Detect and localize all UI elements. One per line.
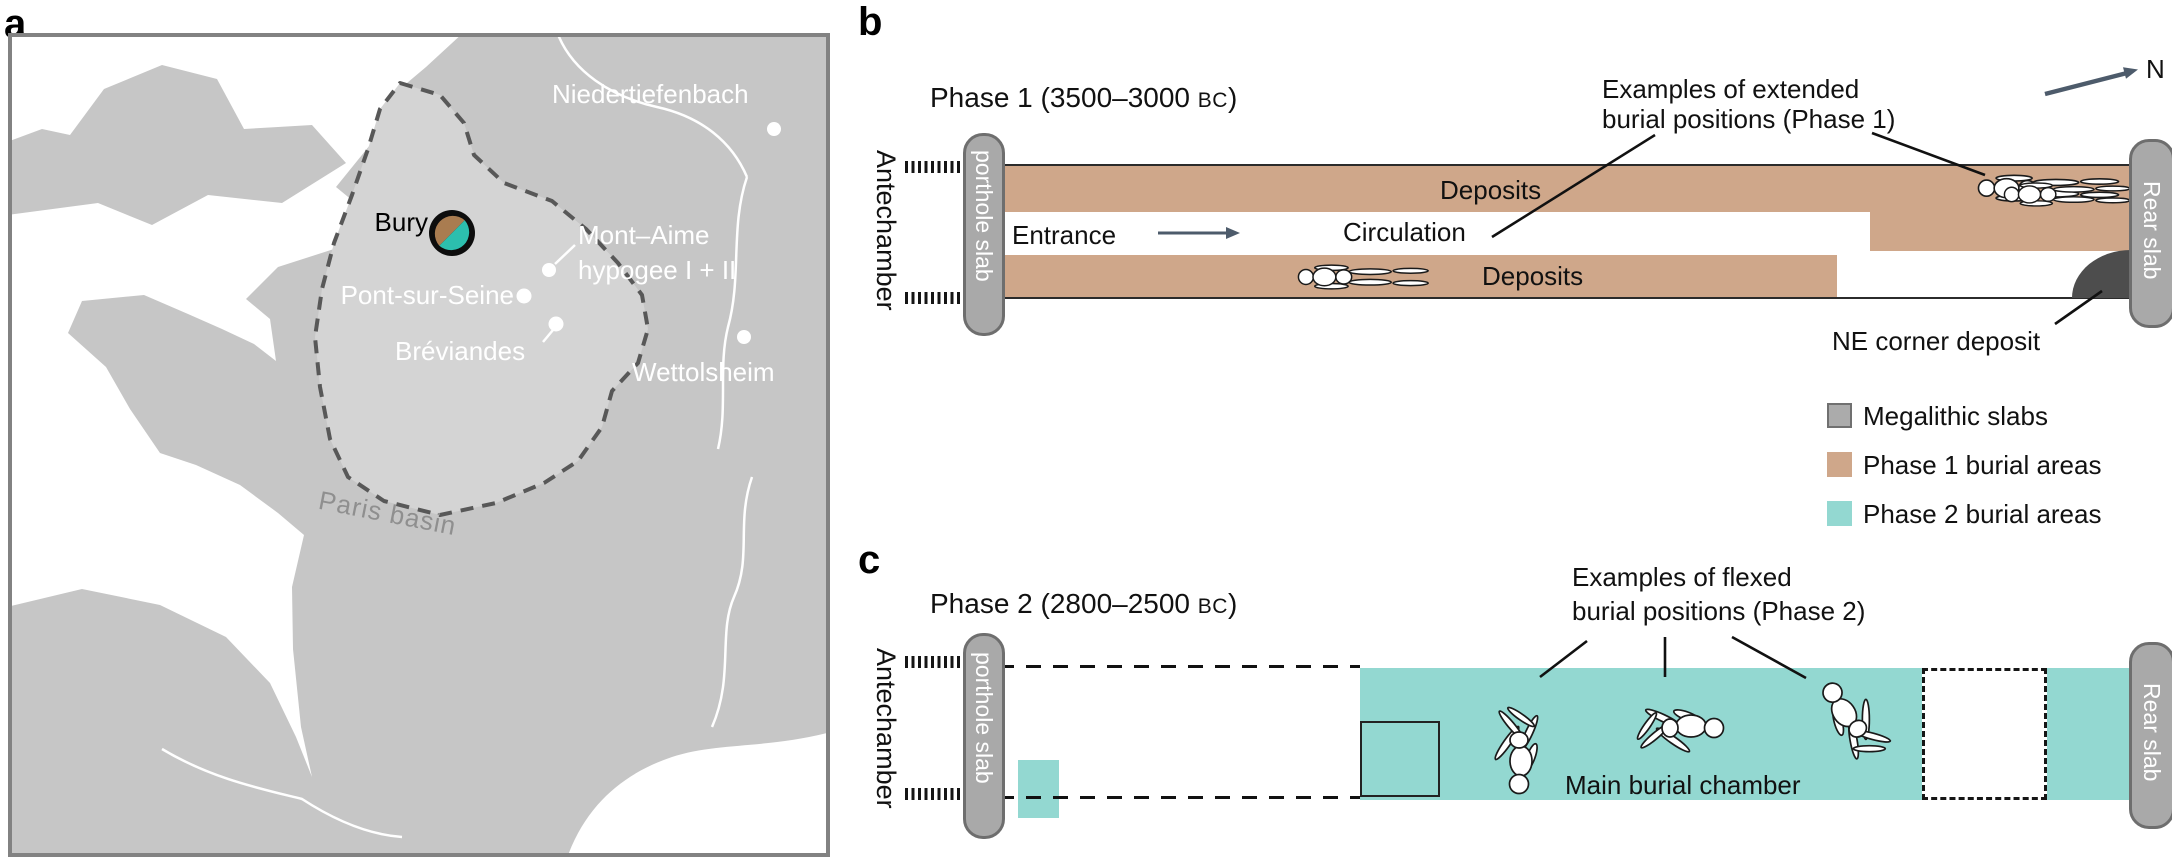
england-landmass <box>12 65 346 225</box>
ne-corner-deposit-shape <box>2072 250 2131 298</box>
mediterranean-sea <box>568 733 826 853</box>
phase1-bottom-wall-line <box>999 297 2131 299</box>
site-leader-lines <box>542 244 576 343</box>
legend-swatch-megalithic <box>1827 403 1852 428</box>
phase2-porthole-slab-label: porthole slab <box>971 652 997 784</box>
site-label-niedertiefenbach: Niedertiefenbach <box>552 79 749 109</box>
site-label-mont-aime-line2: hypogee I + II <box>578 255 737 285</box>
phase2-title-main: Phase 2 (2800–2500 <box>930 588 1198 619</box>
site-label-breviandes: Bréviandes <box>395 336 526 366</box>
north-label: N <box>2146 54 2165 84</box>
phase1-upper-deposit-extension <box>1870 212 2131 251</box>
legend-swatch-phase2 <box>1827 501 1852 526</box>
north-arrow <box>2044 67 2138 97</box>
bury-site-marker <box>429 210 475 256</box>
entrance-label: Entrance <box>1012 220 1117 250</box>
ne-corner-deposit-label: NE corner deposit <box>1832 326 2041 356</box>
phase2-rear-slab: Rear slab <box>2129 642 2172 829</box>
phase2-title-close: ) <box>1227 588 1238 619</box>
mont-aime-dot <box>542 263 556 277</box>
paris-basin-region <box>313 81 650 517</box>
site-label-mont-aime-line1: Mont–Aime <box>578 220 710 250</box>
phase1-porthole-slab-label: porthole slab <box>971 150 997 282</box>
phase2-examples-label-line2: burial positions (Phase 2) <box>1572 596 1866 626</box>
site-label-wettolsheim: Wettolsheim <box>632 357 775 387</box>
phase1-hatch-bottom <box>905 292 963 304</box>
wettolsheim-dot <box>737 330 751 344</box>
legend-swatch-phase1 <box>1827 452 1852 477</box>
site-label-pont-sur-seine: Pont-sur-Seine <box>340 280 514 310</box>
niedertiefenbach-dot <box>767 122 781 136</box>
site-label-bury: Bury <box>374 207 428 237</box>
phase1-title-close: ) <box>1227 82 1238 113</box>
phase1-lower-deposit-band <box>999 255 1837 298</box>
phase1-title-era: BC <box>1197 89 1228 112</box>
pont-sur-seine-dot <box>516 288 532 304</box>
river-border-lines <box>161 37 754 839</box>
phase2-square-feature <box>1360 721 1440 797</box>
phase1-rear-slab-label: Rear slab <box>2139 181 2165 280</box>
france-map-graphic <box>12 37 826 853</box>
phase2-hatch-top <box>905 656 963 668</box>
phase2-antechamber-label: Antechamber <box>871 648 901 809</box>
phase2-title: Phase 2 (2800–2500 BC) <box>930 588 1237 620</box>
phase2-rear-slab-label: Rear slab <box>2139 683 2165 782</box>
entrance-arrow <box>1158 227 1240 239</box>
phase2-dashed-wall-top <box>999 665 1360 668</box>
france-map: Niedertiefenbach Bury Mont–Aime hypogee … <box>8 33 830 857</box>
phase2-title-era: BC <box>1197 595 1228 618</box>
phase2-porthole-slab: porthole slab <box>963 633 1005 839</box>
phase1-hatch-top <box>905 161 963 173</box>
legend-label-megalithic: Megalithic slabs <box>1863 401 2048 431</box>
panel-b-letter: b <box>858 0 883 44</box>
phase1-title-main: Phase 1 (3500–3000 <box>930 82 1198 113</box>
phase2-examples-label-line1: Examples of flexed <box>1572 562 1792 592</box>
legend-label-phase1: Phase 1 burial areas <box>1863 450 2102 480</box>
phase2-dotted-empty-area <box>1922 668 2047 800</box>
panel-c-letter: c <box>858 538 881 582</box>
legend-label-phase2: Phase 2 burial areas <box>1863 499 2102 529</box>
phase1-examples-label-line2: burial positions (Phase 1) <box>1602 104 1896 134</box>
site-dots <box>516 122 781 344</box>
phase2-dashed-wall-bottom <box>999 796 1360 799</box>
phase1-top-wall-line <box>999 164 2131 166</box>
phase1-title: Phase 1 (3500–3000 BC) <box>930 82 1237 114</box>
deposits-lower-label: Deposits <box>1482 261 1584 291</box>
phase1-antechamber-label: Antechamber <box>871 150 901 311</box>
phase2-small-burial-patch <box>1018 760 1059 818</box>
phase1-rear-slab: Rear slab <box>2129 139 2172 328</box>
phase1-porthole-slab: porthole slab <box>963 133 1005 336</box>
phase2-hatch-bottom <box>905 788 963 800</box>
phase1-examples-label-line1: Examples of extended <box>1602 74 1860 104</box>
phase1-upper-deposit-band <box>999 166 2131 212</box>
main-burial-chamber-label: Main burial chamber <box>1565 770 1801 800</box>
breviandes-dot <box>548 316 564 332</box>
circulation-label: Circulation <box>1343 217 1466 247</box>
deposits-upper-label: Deposits <box>1440 175 1542 205</box>
